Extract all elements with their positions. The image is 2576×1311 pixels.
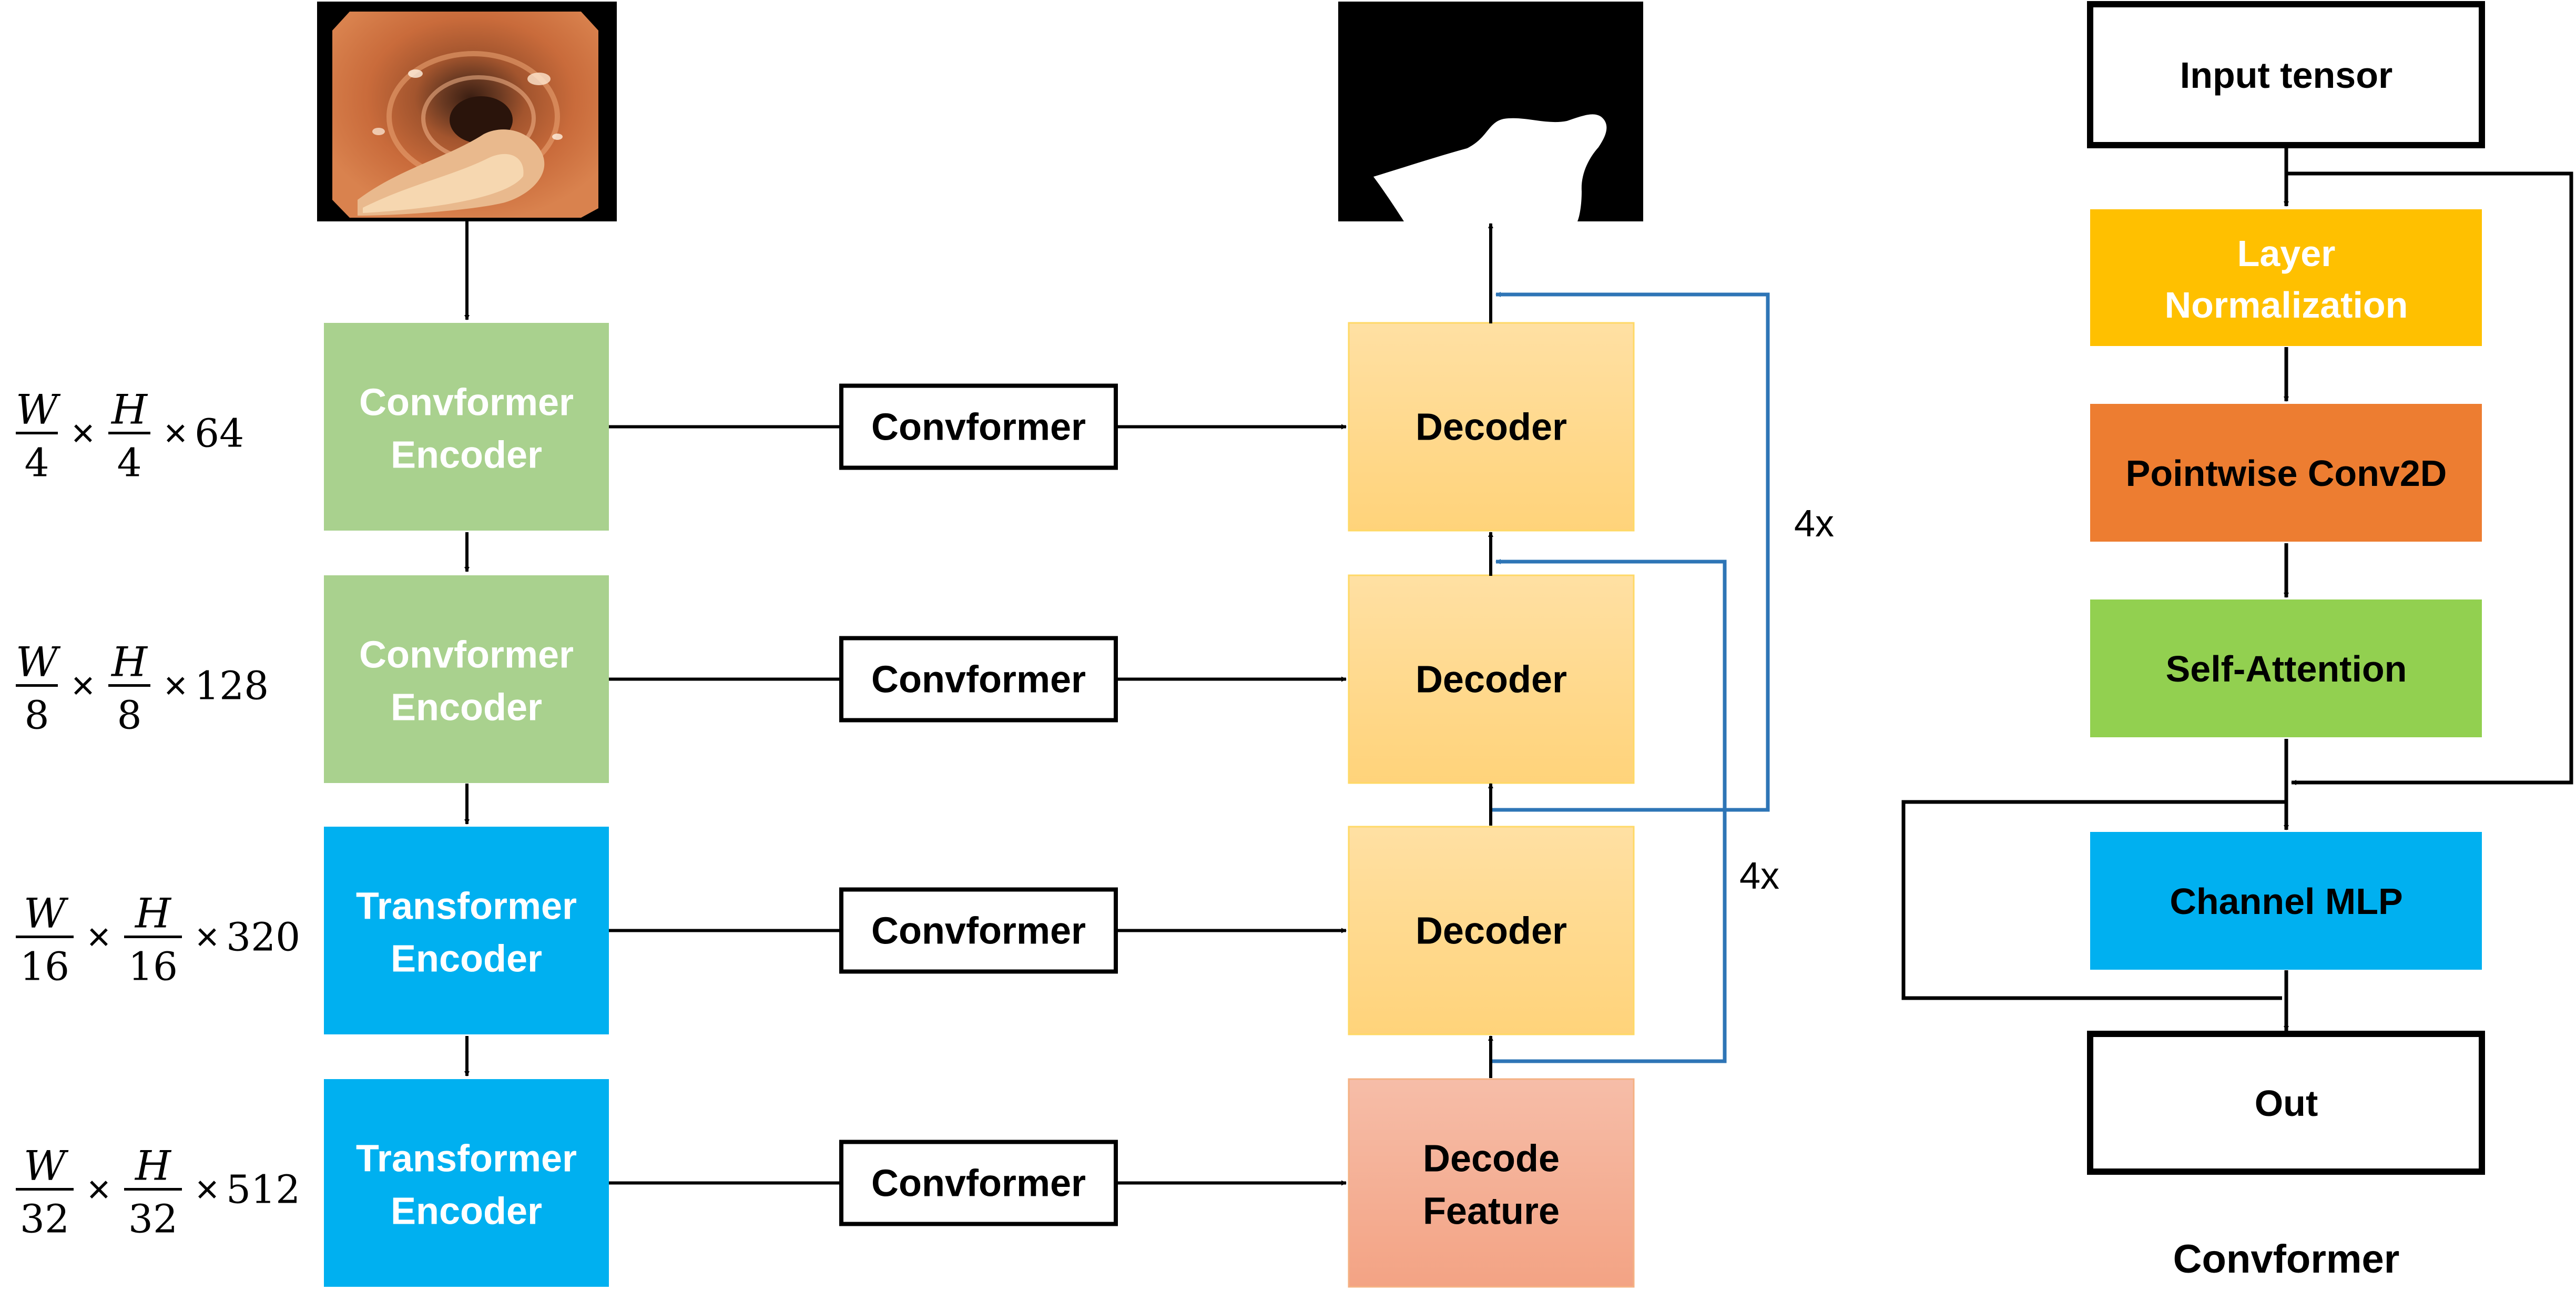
decoder-label: Decoder — [1416, 659, 1567, 701]
encoder-label-line1: Transformer — [356, 886, 577, 928]
convformer-detail-arrows — [1901, 146, 2573, 1031]
convformer-detail-block-3: Pointwise Conv2D — [2090, 404, 2482, 542]
encoder-label-line1: Transformer — [356, 1138, 577, 1180]
dim-h-denominator: 8 — [117, 693, 141, 738]
dim-times-symbol: × — [72, 411, 95, 456]
convformer-detail-block-4: Self-Attention — [2090, 599, 2482, 737]
dim-h-numerator: H — [110, 639, 148, 686]
dim-times-symbol: × — [164, 664, 187, 708]
skip-convformer-label: Convformer — [871, 406, 1086, 449]
dim-times-symbol: × — [196, 915, 219, 960]
dim-w-denominator: 4 — [24, 441, 49, 486]
dim-h-denominator: 4 — [117, 441, 141, 486]
repeat-label-upper: 4x — [1794, 503, 1834, 545]
dim-times-symbol: × — [87, 1167, 110, 1212]
detail-label-line1: Layer — [2237, 233, 2336, 274]
feedback-loop-upper — [1492, 292, 1770, 812]
dim-times-symbol: × — [87, 915, 110, 960]
dim-channel-count: 128 — [195, 664, 269, 709]
detail-label: Input tensor — [2180, 55, 2392, 96]
dimension-label-2: W8×H8×128 — [16, 639, 269, 738]
skip-convformer-label: Convformer — [871, 659, 1086, 701]
dim-channel-count: 512 — [226, 1167, 300, 1213]
skip-convformer-1: Convformer — [609, 383, 1347, 470]
decoder-block-2: Decoder — [1348, 574, 1635, 784]
detail-label: Self-Attention — [2166, 648, 2407, 689]
dim-h-denominator: 32 — [128, 1197, 178, 1242]
output-segmentation-mask — [1338, 2, 1643, 221]
dim-w-numerator: W — [16, 639, 61, 686]
decoder-label: Decoder — [1416, 910, 1567, 952]
residual-path-lower — [1901, 800, 2286, 1000]
convformer-detail-block-6: Out — [2087, 1031, 2485, 1175]
dim-w-denominator: 8 — [24, 693, 49, 738]
encoder-label-line2: Encoder — [391, 938, 542, 980]
decoder-label: Decoder — [1416, 406, 1567, 449]
decoder-label-line2: Feature — [1423, 1191, 1560, 1233]
input-image — [317, 2, 617, 221]
encoder-label-line1: Convformer — [359, 634, 574, 676]
encoder-label-line2: Encoder — [391, 434, 542, 476]
skip-convformer-2: Convformer — [609, 636, 1347, 723]
dim-h-denominator: 16 — [128, 944, 178, 990]
detail-label: Pointwise Conv2D — [2126, 453, 2447, 494]
dim-channel-count: 64 — [195, 411, 244, 456]
feedback-loop-lower — [1492, 559, 1727, 1063]
convformer-detail-block-1: Input tensor — [2087, 1, 2485, 148]
decoder-block-3: Decoder — [1348, 826, 1635, 1035]
encoder-label-line2: Encoder — [391, 1191, 542, 1233]
skip-convformer-label: Convformer — [871, 1163, 1086, 1205]
dim-w-denominator: 16 — [20, 944, 69, 990]
dim-w-numerator: W — [24, 890, 69, 938]
dim-w-numerator: W — [24, 1143, 69, 1190]
detail-label-line2: Normalization — [2165, 284, 2408, 326]
dimension-label-1: W4×H4×64 — [16, 387, 244, 486]
skip-convformer-box — [839, 887, 1118, 974]
convformer-detail-title: Convformer — [2173, 1237, 2400, 1282]
convformer-detail-block-5: Channel MLP — [2090, 832, 2482, 970]
residual-path-upper — [2286, 171, 2573, 785]
decoder-label-line1: Decode — [1423, 1138, 1560, 1180]
encoder-label-line2: Encoder — [391, 687, 542, 729]
dim-w-denominator: 32 — [20, 1197, 69, 1242]
dim-w-numerator: W — [16, 387, 61, 434]
detail-label: Out — [2255, 1083, 2318, 1124]
decoder-block-1: Decoder — [1348, 322, 1635, 532]
skip-convformer-3: Convformer — [609, 887, 1347, 974]
dimension-label-4: W32×H32×512 — [16, 1143, 300, 1242]
skip-convformer-box — [839, 383, 1118, 470]
dim-times-symbol: × — [164, 411, 187, 456]
repeat-label-lower: 4x — [1739, 855, 1779, 897]
skip-convformer-4: Convformer — [609, 1140, 1347, 1226]
feedback-loops — [1492, 292, 1770, 1063]
dim-times-symbol: × — [72, 664, 95, 708]
skip-convformer-label: Convformer — [871, 910, 1086, 952]
dim-times-symbol: × — [196, 1167, 219, 1212]
detail-label: Channel MLP — [2170, 881, 2402, 922]
dim-channel-count: 320 — [226, 915, 300, 960]
dimension-label-3: W16×H16×320 — [16, 890, 300, 990]
dim-h-numerator: H — [110, 387, 148, 434]
dim-h-numerator: H — [134, 1143, 172, 1190]
encoder-label-line1: Convformer — [359, 382, 574, 424]
dim-h-numerator: H — [134, 890, 172, 938]
